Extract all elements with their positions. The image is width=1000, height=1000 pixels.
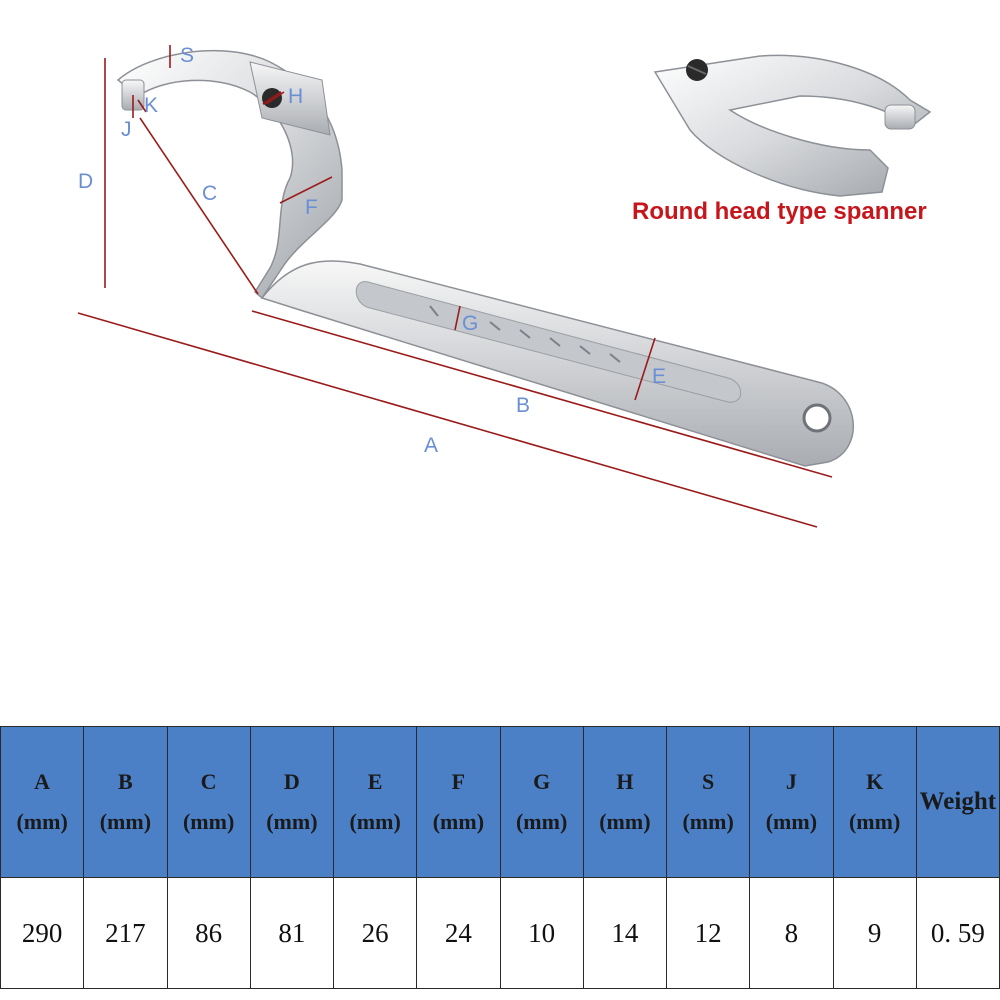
spec-value-h: 14 [582, 877, 668, 989]
spec-value-e: 26 [332, 877, 418, 989]
dimension-line-e [634, 337, 656, 401]
spec-value-k: 9 [832, 877, 917, 989]
spec-value-f: 24 [416, 877, 501, 989]
inset-spanner-pin [884, 104, 916, 130]
spec-value-a: 290 [0, 877, 85, 989]
inset-round-head-spanner [653, 54, 932, 197]
spec-header-j: J(mm) [749, 726, 834, 878]
spec-header-a: A(mm) [0, 726, 85, 878]
spec-header-b: B(mm) [83, 726, 168, 878]
spec-value-row: 290 217 86 81 26 24 10 14 12 8 9 0. 59 [0, 877, 1000, 989]
label-d: D [78, 170, 93, 193]
specification-table: A(mm) B(mm) C(mm) D(mm) E(mm) F(mm) G(mm… [0, 726, 1000, 989]
spec-header-f: F(mm) [416, 726, 501, 878]
inset-caption: Round head type spanner [632, 198, 927, 225]
spanner-handle [260, 260, 854, 467]
spec-value-d: 81 [249, 877, 335, 989]
dimension-lines [77, 45, 833, 528]
label-g: G [462, 312, 478, 335]
dimension-line-h [265, 91, 285, 105]
spec-header-s: S(mm) [665, 726, 751, 878]
spec-header-h: H(mm) [582, 726, 668, 878]
spec-header-d: D(mm) [249, 726, 335, 878]
spec-value-s: 12 [665, 877, 751, 989]
dimension-line-b [251, 310, 833, 478]
spec-header-row: A(mm) B(mm) C(mm) D(mm) E(mm) F(mm) G(mm… [0, 726, 1000, 878]
label-e: E [652, 365, 666, 388]
spec-header-weight: Weight [915, 726, 1000, 878]
spanner-diagram: S K J H D C F G E B A [77, 44, 932, 528]
label-a: A [424, 434, 438, 457]
dimension-line-f [279, 176, 333, 204]
spec-value-g: 10 [499, 877, 584, 989]
spec-header-c: C(mm) [166, 726, 251, 878]
dimension-line-k [137, 99, 147, 113]
spec-value-c: 86 [166, 877, 251, 989]
spec-header-e: E(mm) [332, 726, 418, 878]
spanner-jaw-plate [249, 61, 331, 136]
label-h: H [288, 85, 303, 108]
dimension-line-g [454, 305, 461, 331]
label-c: C [202, 182, 217, 205]
hook-spanner-illustration [116, 49, 854, 467]
label-s: S [180, 44, 194, 67]
spanner-hanging-hole [802, 403, 832, 433]
spanner-engraving [429, 305, 621, 363]
dimension-line-c [139, 117, 259, 295]
spec-value-weight: 0. 59 [915, 877, 1000, 989]
label-f: F [305, 196, 318, 219]
dimension-line-a [77, 312, 818, 528]
label-k: K [144, 94, 158, 117]
label-b: B [516, 394, 530, 417]
spec-header-g: G(mm) [499, 726, 584, 878]
inset-spanner-body [653, 54, 932, 197]
spec-header-k: K(mm) [832, 726, 917, 878]
label-j: J [121, 118, 132, 141]
spec-value-b: 217 [83, 877, 168, 989]
spec-value-j: 8 [749, 877, 834, 989]
